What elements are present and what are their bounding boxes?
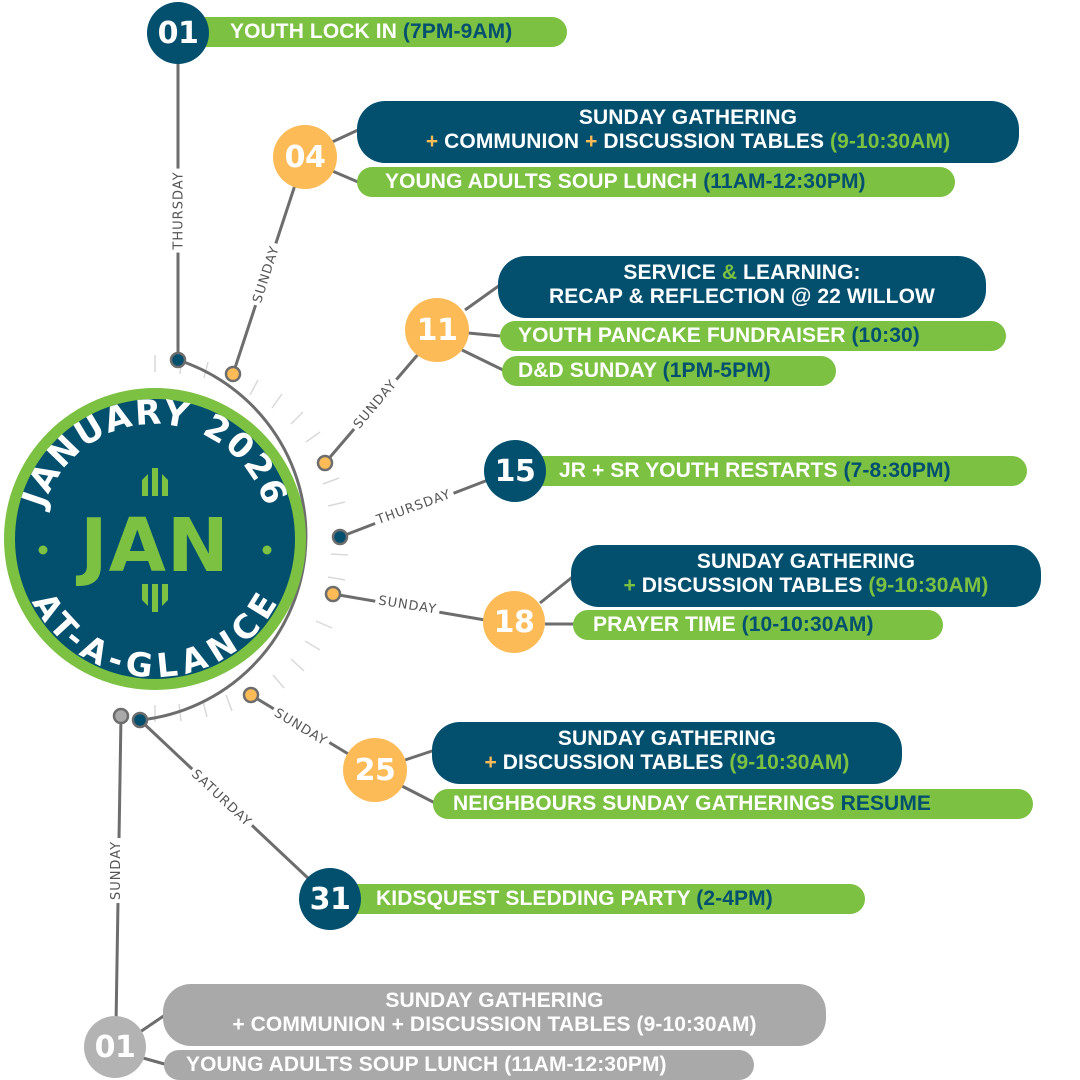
event-service-learning: SERVICE & LEARNING: RECAP & REFLECTION @…	[498, 256, 986, 318]
event-sunday-gathering-communion: SUNDAY GATHERING + COMMUNION + DISCUSSIO…	[357, 101, 1019, 163]
event-feb-sunday-gathering-communion: SUNDAY GATHERING + COMMUNION + DISCUSSIO…	[163, 984, 826, 1046]
event-dnd-sunday: D&D SUNDAY (1PM-5PM)	[502, 356, 836, 386]
weekday-label: SUNDAY	[109, 837, 125, 904]
decorative-bars-icon	[142, 468, 168, 612]
node-feb01	[112, 707, 130, 725]
date-circle-jan25: 25	[343, 738, 407, 802]
event-feb-young-adults-soup-lunch: YOUNG ADULTS SOUP LUNCH (11AM-12:30PM)	[164, 1050, 754, 1080]
node-jan25	[242, 686, 260, 704]
event-prayer-time: PRAYER TIME (10-10:30AM)	[573, 610, 943, 640]
badge-month: JAN	[75, 503, 230, 589]
date-circle-jan01: 01	[147, 2, 209, 64]
event-youth-lock-in: YOUTH LOCK IN (7PM-9AM)	[192, 17, 567, 47]
event-young-adults-soup-lunch: YOUNG ADULTS SOUP LUNCH (11AM-12:30PM)	[357, 167, 955, 197]
node-jan31	[131, 711, 149, 729]
event-jr-sr-youth-restarts: JR + SR YOUTH RESTARTS (7-8:30PM)	[525, 456, 1027, 486]
month-badge: JANUARY 2026 AT-A-GLANCE JAN	[4, 388, 306, 690]
node-jan18	[324, 585, 342, 603]
node-jan15	[331, 528, 349, 546]
date-circle-jan15: 15	[484, 440, 546, 502]
event-sunday-gathering-discussion-25: SUNDAY GATHERING + DISCUSSION TABLES (9-…	[432, 722, 902, 784]
date-circle-jan04: 04	[273, 125, 337, 189]
event-youth-pancake-fundraiser: YOUTH PANCAKE FUNDRAISER (10:30)	[500, 321, 1006, 351]
node-jan04	[224, 365, 242, 383]
date-circle-jan31: 31	[299, 868, 361, 930]
weekday-label: THURSDAY	[171, 168, 187, 253]
event-sunday-gathering-discussion-18: SUNDAY GATHERING + DISCUSSION TABLES (9-…	[571, 545, 1041, 607]
date-circle-feb01: 01	[84, 1016, 146, 1078]
date-circle-jan18: 18	[483, 591, 545, 653]
node-jan11	[316, 454, 334, 472]
date-circle-jan11: 11	[405, 298, 469, 362]
event-neighbours-sunday-gatherings: NEIGHBOURS SUNDAY GATHERINGS RESUME	[433, 789, 1033, 819]
node-jan01	[169, 351, 187, 369]
event-kidsquest-sledding-party: KIDSQUEST SLEDDING PARTY (2-4PM)	[340, 884, 865, 914]
